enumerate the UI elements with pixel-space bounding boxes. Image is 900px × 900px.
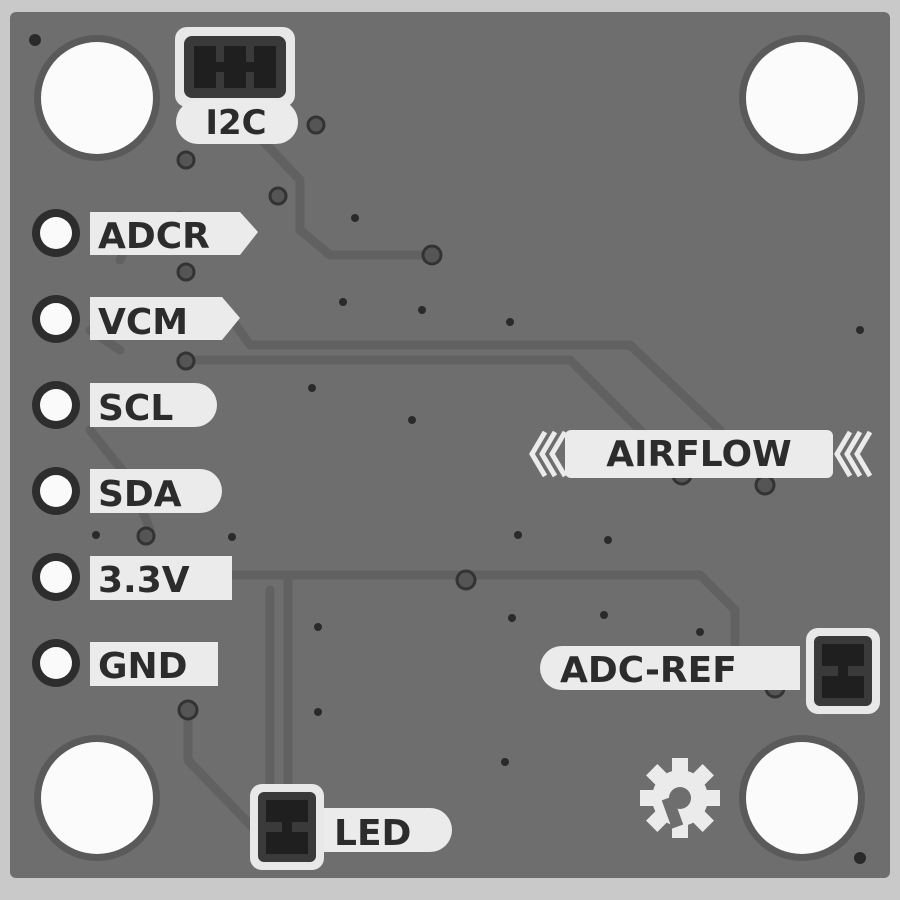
header-pins: [32, 209, 80, 687]
svg-text:VCM: VCM: [98, 302, 188, 343]
pin-label-vcm: VCM: [90, 297, 240, 343]
svg-text:SDA: SDA: [98, 474, 182, 515]
led-jumper: [250, 784, 324, 870]
pin-label-scl: SCL: [90, 383, 217, 429]
svg-text:ADCR: ADCR: [98, 216, 210, 257]
i2c-jumper: [175, 27, 295, 107]
pin-label-3v3: 3.3V: [90, 556, 232, 601]
svg-text:AIRFLOW: AIRFLOW: [606, 434, 792, 475]
airflow-right-arrows-icon: [834, 430, 873, 478]
adc-ref-jumper: [806, 628, 880, 714]
svg-text:GND: GND: [98, 646, 188, 687]
adc-ref-label: ADC-REF: [540, 646, 800, 691]
svg-text:SCL: SCL: [98, 388, 173, 429]
svg-text:3.3V: 3.3V: [98, 560, 190, 601]
pin-label-sda: SDA: [90, 469, 222, 515]
airflow-left-arrows-icon: [529, 430, 568, 478]
pin-label-gnd: GND: [90, 642, 218, 687]
svg-text:I2C: I2C: [205, 103, 266, 143]
led-label: LED: [324, 808, 452, 854]
i2c-label: I2C: [176, 100, 298, 144]
svg-text:ADC-REF: ADC-REF: [560, 650, 737, 691]
svg-text:LED: LED: [334, 813, 411, 854]
airflow-label: AIRFLOW: [529, 430, 873, 478]
pin-label-adcr: ADCR: [90, 212, 258, 257]
mounting-holes: [34, 35, 865, 861]
oshw-gear-icon: [640, 758, 720, 838]
